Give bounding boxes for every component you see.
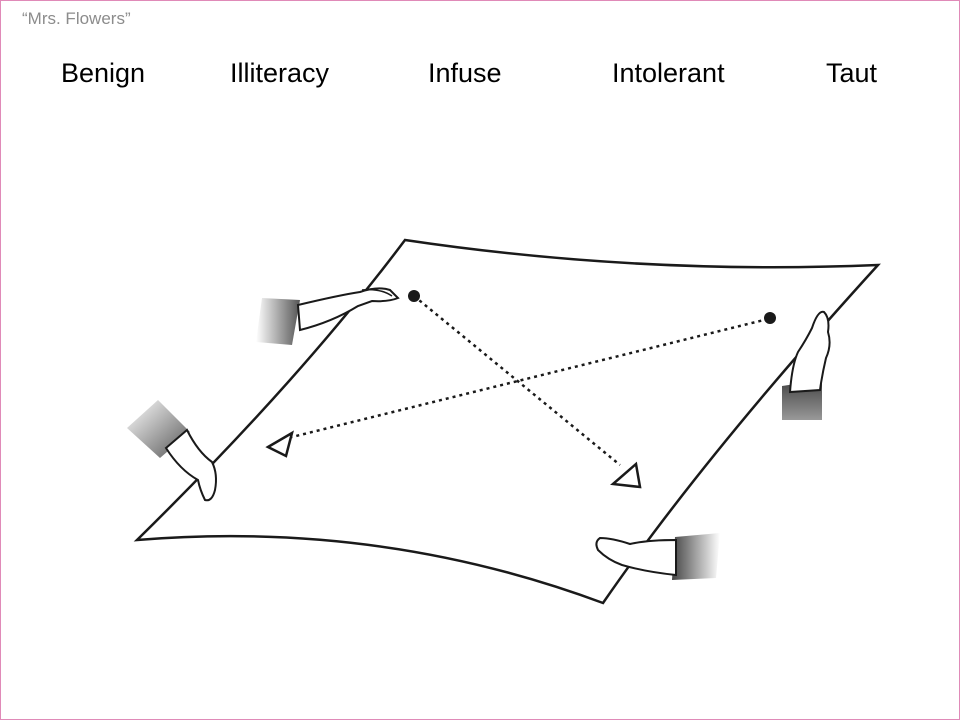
hand-top-left: [256, 287, 400, 345]
dotted-line-diagonal-down: [413, 295, 621, 466]
vocab-word-infuse: Infuse: [428, 58, 502, 88]
vocab-word-intolerant: Intolerant: [612, 58, 725, 88]
arrow-triangle-left: [265, 430, 294, 458]
vocab-word-taut: Taut: [826, 58, 878, 88]
dotted-line-diagonal-up: [291, 317, 769, 439]
vocab-word-illiteracy: Illiteracy: [230, 58, 330, 88]
hand-right: [782, 310, 831, 420]
arrow-triangle-bottom: [610, 461, 642, 489]
sheet-outline: [133, 238, 881, 605]
hand-bottom: [595, 533, 720, 580]
hand-left: [127, 400, 217, 502]
start-point-top-right: [764, 312, 776, 324]
vocab-word-benign: Benign: [61, 58, 146, 88]
slide-header-title: “Mrs. Flowers”: [22, 9, 131, 28]
start-point-top-left: [408, 290, 420, 302]
